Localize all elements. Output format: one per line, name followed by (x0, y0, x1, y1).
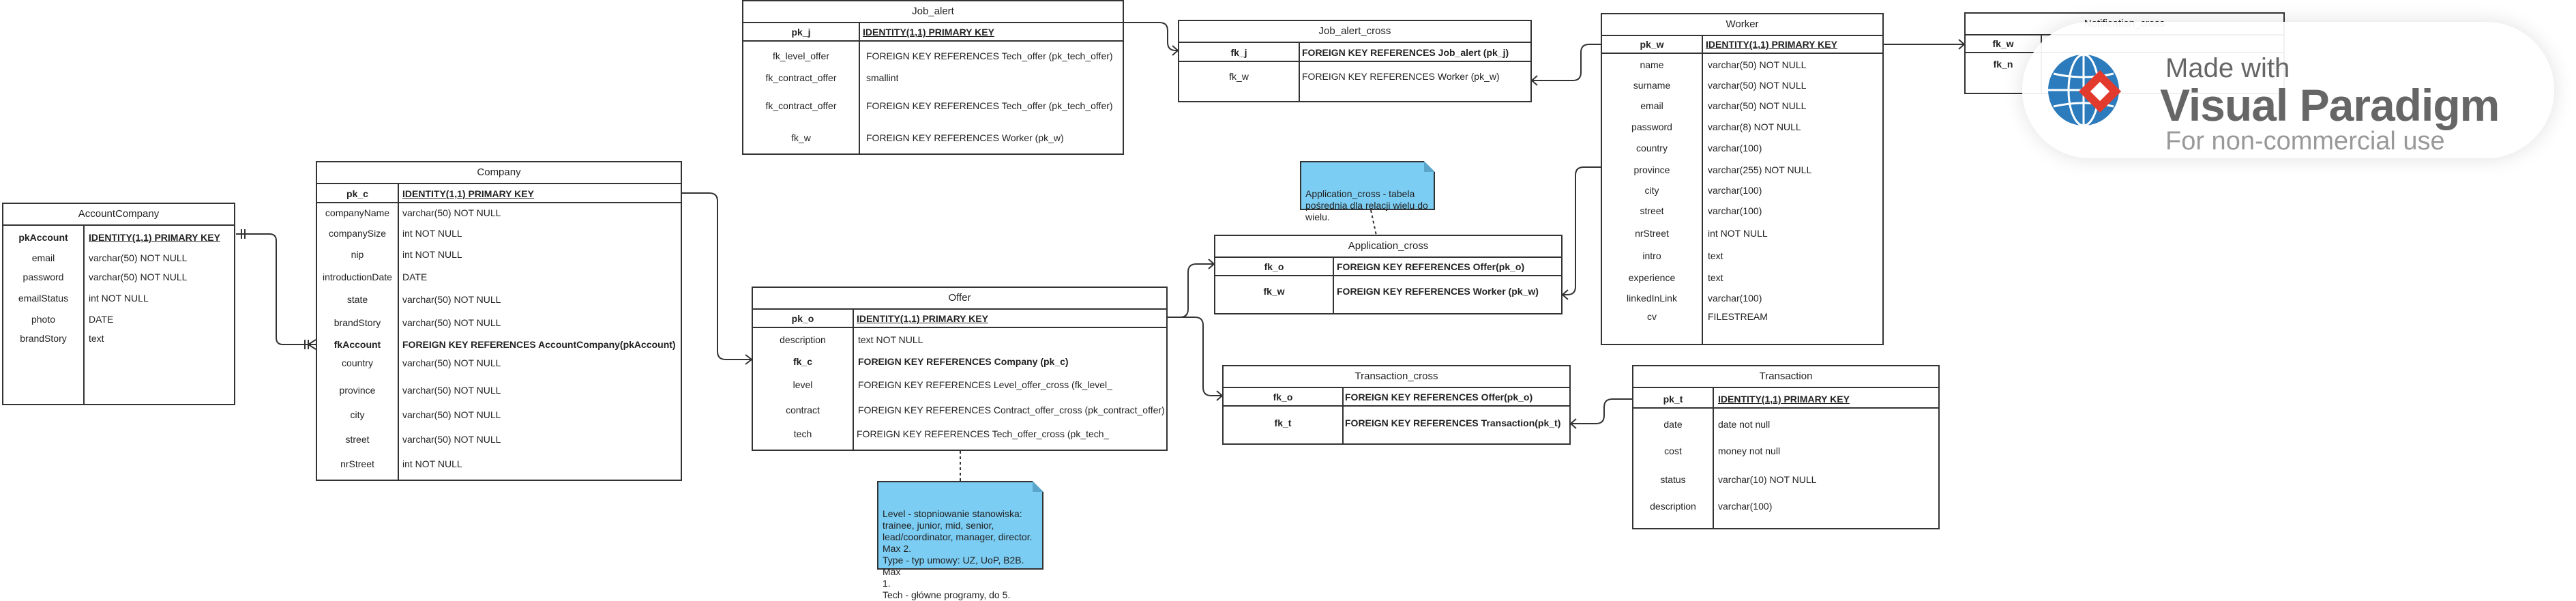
link-offer-transactioncross (1168, 317, 1222, 396)
table-title: Transaction (1633, 366, 1938, 388)
table-title: Job_alert_cross (1179, 21, 1530, 43)
table-title: Worker (1602, 14, 1882, 36)
note-connector-application (1370, 209, 1377, 236)
link-offer-applicationcross (1168, 263, 1214, 318)
table-title: Company (317, 162, 681, 184)
link-company-offer (682, 192, 752, 360)
table-title: AccountCompany (3, 204, 234, 226)
table-title: Transaction_cross (1224, 366, 1569, 388)
link-accountcompany-company (236, 233, 316, 345)
link-worker-applicationcross (1563, 166, 1601, 295)
link-jobalert-jobalertcross (1124, 22, 1178, 51)
link-worker-jobalertcross (1532, 44, 1601, 81)
note-offer: Level - stopniowanie stanowiska: trainee… (877, 481, 1043, 600)
table-title: Application_cross (1215, 236, 1561, 258)
link-transaction-transactioncross (1571, 398, 1632, 424)
relationship-lines (236, 22, 1966, 481)
watermark-line1: Made with (2165, 53, 2290, 83)
watermark-line3: For non-commercial use (2165, 127, 2445, 156)
note-text: Level - stopniowanie stanowiska: trainee… (883, 508, 1033, 600)
visual-paradigm-watermark: Made with Visual Paradigm For non-commer… (2022, 22, 2554, 158)
visual-paradigm-logo-icon (2048, 53, 2122, 127)
watermark-line2: Visual Paradigm (2160, 80, 2500, 130)
table-title: Offer (753, 288, 1166, 310)
note-application-cross: Application_cross - tabela pośrednia dla… (1300, 161, 1435, 222)
table-title: Job_alert (743, 1, 1123, 23)
note-text: Application_cross - tabela pośrednia dla… (1305, 188, 1428, 222)
